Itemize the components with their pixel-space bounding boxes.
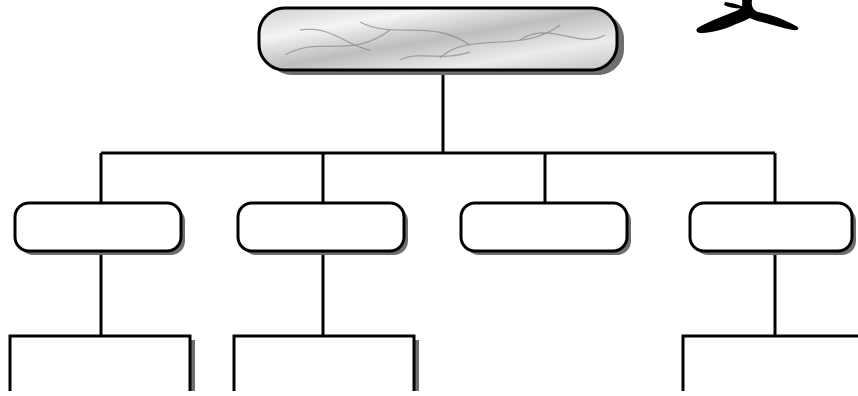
level2-node — [461, 203, 631, 255]
bird-silhouette-icon — [696, 0, 798, 33]
level3-node — [234, 336, 419, 391]
level2-node — [238, 203, 408, 255]
level2-node — [15, 203, 185, 255]
level2-node — [690, 203, 856, 255]
level3-node — [10, 336, 195, 391]
root-node — [259, 8, 624, 75]
connectors — [101, 70, 775, 337]
level3-node — [683, 336, 858, 391]
